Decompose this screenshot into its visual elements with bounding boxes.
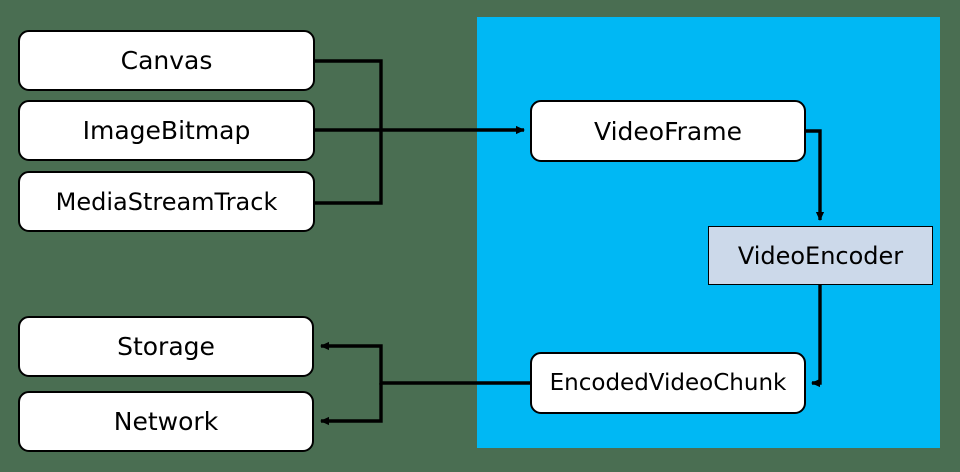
node-network[interactable]: Network [18, 391, 314, 452]
node-image-bitmap[interactable]: ImageBitmap [18, 100, 315, 161]
node-video-frame[interactable]: VideoFrame [530, 100, 806, 162]
edge-encodedvideochunk-to-network [320, 383, 383, 426]
edge-canvas-to-videoframe [315, 59, 383, 130]
node-video-encoder-label: VideoEncoder [737, 241, 904, 270]
node-network-label: Network [113, 407, 219, 436]
node-video-frame-label: VideoFrame [594, 116, 742, 146]
node-video-encoder[interactable]: VideoEncoder [708, 226, 933, 285]
node-canvas[interactable]: Canvas [18, 30, 315, 91]
edge-mediastreamtrack-to-videoframe [315, 130, 383, 205]
node-storage-label: Storage [117, 332, 215, 361]
node-encoded-video-chunk-label: EncodedVideoChunk [549, 369, 787, 396]
node-encoded-video-chunk[interactable]: EncodedVideoChunk [530, 352, 806, 414]
node-media-stream-track[interactable]: MediaStreamTrack [18, 171, 315, 232]
node-image-bitmap-label: ImageBitmap [82, 116, 251, 145]
node-storage[interactable]: Storage [18, 316, 314, 377]
node-media-stream-track-label: MediaStreamTrack [55, 187, 278, 216]
node-canvas-label: Canvas [120, 46, 213, 75]
